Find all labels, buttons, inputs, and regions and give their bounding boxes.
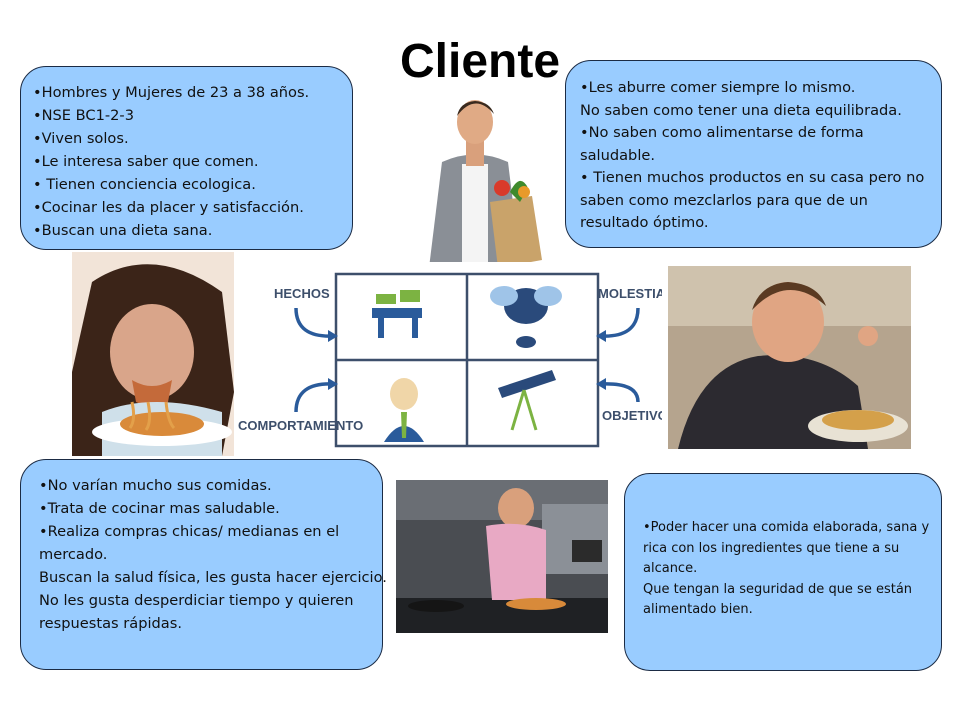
profile-line: •Buscan una dieta sana. <box>33 222 213 239</box>
woman-eating-pasta-photo <box>72 252 234 456</box>
profile-line: • Tienen conciencia ecologica. <box>33 176 256 193</box>
annoyance-line: •Les aburre comer siempre lo mismo. <box>580 79 856 96</box>
profile-line: •NSE BC1-2-3 <box>33 107 134 124</box>
goals-label: OBJETIVOS <box>602 408 662 423</box>
annoyances-box: •Les aburre comer siempre lo mismo. No s… <box>565 60 942 248</box>
man-eating-photo <box>668 266 911 449</box>
goal-line: Que tengan la seguridad de que se están … <box>643 581 913 618</box>
behavior-line: Buscan la salud física, les gusta hacer … <box>39 569 387 586</box>
profile-line: •Le interesa saber que comen. <box>33 153 259 170</box>
profile-line: •Viven solos. <box>33 130 129 147</box>
annoyances-label: MOLESTIAS <box>598 286 662 301</box>
behavior-line: •Trata de cocinar mas saludable. <box>39 500 280 517</box>
customer-profile-box: •Hombres y Mujeres de 23 a 38 años. •NSE… <box>20 66 353 250</box>
behavior-line: •Realiza compras chicas/ medianas en el … <box>39 523 340 563</box>
man-with-groceries-photo <box>402 92 548 276</box>
annoyance-line: •No saben como alimentarse de forma salu… <box>580 124 864 164</box>
page-title: Cliente <box>399 35 561 88</box>
behavior-line: No les gusta desperdiciar tiempo y quier… <box>39 592 354 632</box>
behavior-line: •No varían mucho sus comidas. <box>39 477 272 494</box>
facts-label: HECHOS <box>274 286 330 301</box>
man-cooking-photo <box>396 480 608 633</box>
profile-line: •Hombres y Mujeres de 23 a 38 años. <box>33 84 310 101</box>
profile-line: •Cocinar les da placer y satisfacción. <box>33 199 304 216</box>
annoyance-line: • Tienen muchos productos en su casa per… <box>580 169 925 231</box>
behavior-box: •No varían mucho sus comidas. •Trata de … <box>20 459 387 670</box>
empathy-map-diagram: HECHOS MOLESTIAS COMPORTAMIENTO OBJETIVO… <box>236 262 662 452</box>
behavior-label: COMPORTAMIENTO <box>238 418 363 433</box>
annoyance-line: No saben como tener una dieta equilibrad… <box>580 101 902 119</box>
goal-line: •Poder hacer una comida elaborada, sana … <box>643 520 930 576</box>
goals-box: •Poder hacer una comida elaborada, sana … <box>624 473 942 671</box>
